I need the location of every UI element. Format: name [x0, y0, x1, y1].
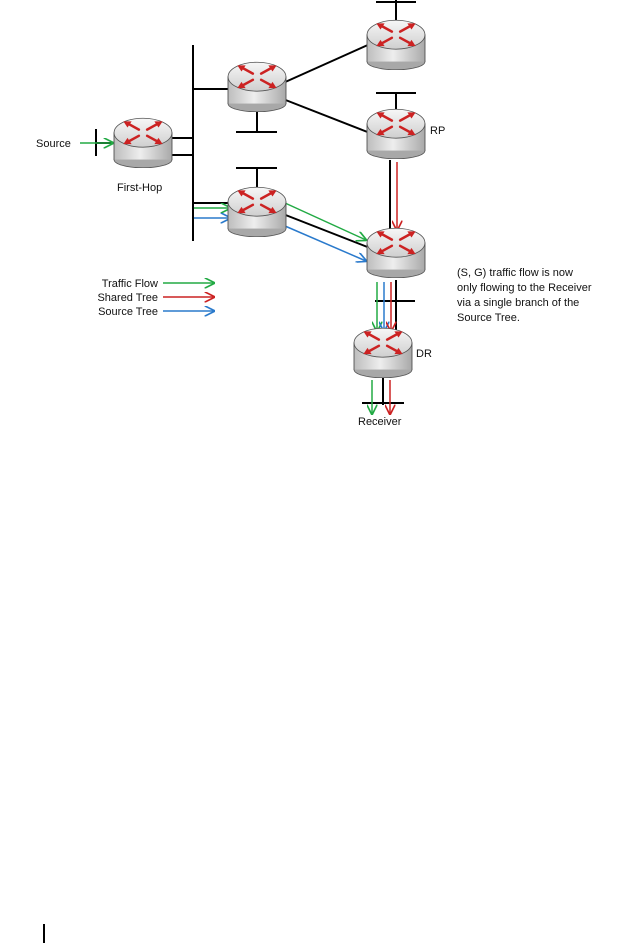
legend: Traffic Flow Shared Tree Source Tree [97, 278, 214, 318]
router-central-icon [365, 226, 427, 278]
router-top-right-icon [365, 18, 427, 70]
dr-label: DR [416, 348, 432, 360]
note-line: Source Tree. [457, 312, 520, 324]
link-low-mid-to-central [282, 213, 371, 249]
flow-note: (S, G) traffic flow is now only flowing … [457, 267, 592, 324]
note-line: (S, G) traffic flow is now [457, 267, 573, 279]
rp-label: RP [430, 125, 445, 137]
routers [112, 18, 427, 378]
flow-arrows [80, 143, 397, 414]
router-low-mid-icon [226, 185, 288, 237]
legend-label-traffic-flow: Traffic Flow [102, 278, 158, 290]
router-dr-icon [352, 326, 414, 378]
legend-label-shared-tree: Shared Tree [97, 292, 158, 304]
legend-label-source-tree: Source Tree [98, 306, 158, 318]
page-margin-mark [43, 924, 45, 943]
traffic-arrow-to-central [284, 202, 366, 240]
source-label: Source [36, 138, 71, 150]
link-mid-to-rp [282, 98, 371, 134]
note-line: via a single branch of the [457, 297, 579, 309]
link-mid-to-top-right [282, 43, 371, 84]
note-line: only flowing to the Receiver [457, 282, 592, 294]
router-top-mid-icon [226, 60, 288, 112]
source-tree-arrow-to-central [284, 225, 366, 261]
router-first-hop-icon [112, 116, 174, 168]
router-rp-icon [365, 107, 427, 159]
first-hop-label: First-Hop [117, 182, 162, 194]
receiver-label: Receiver [358, 416, 402, 428]
